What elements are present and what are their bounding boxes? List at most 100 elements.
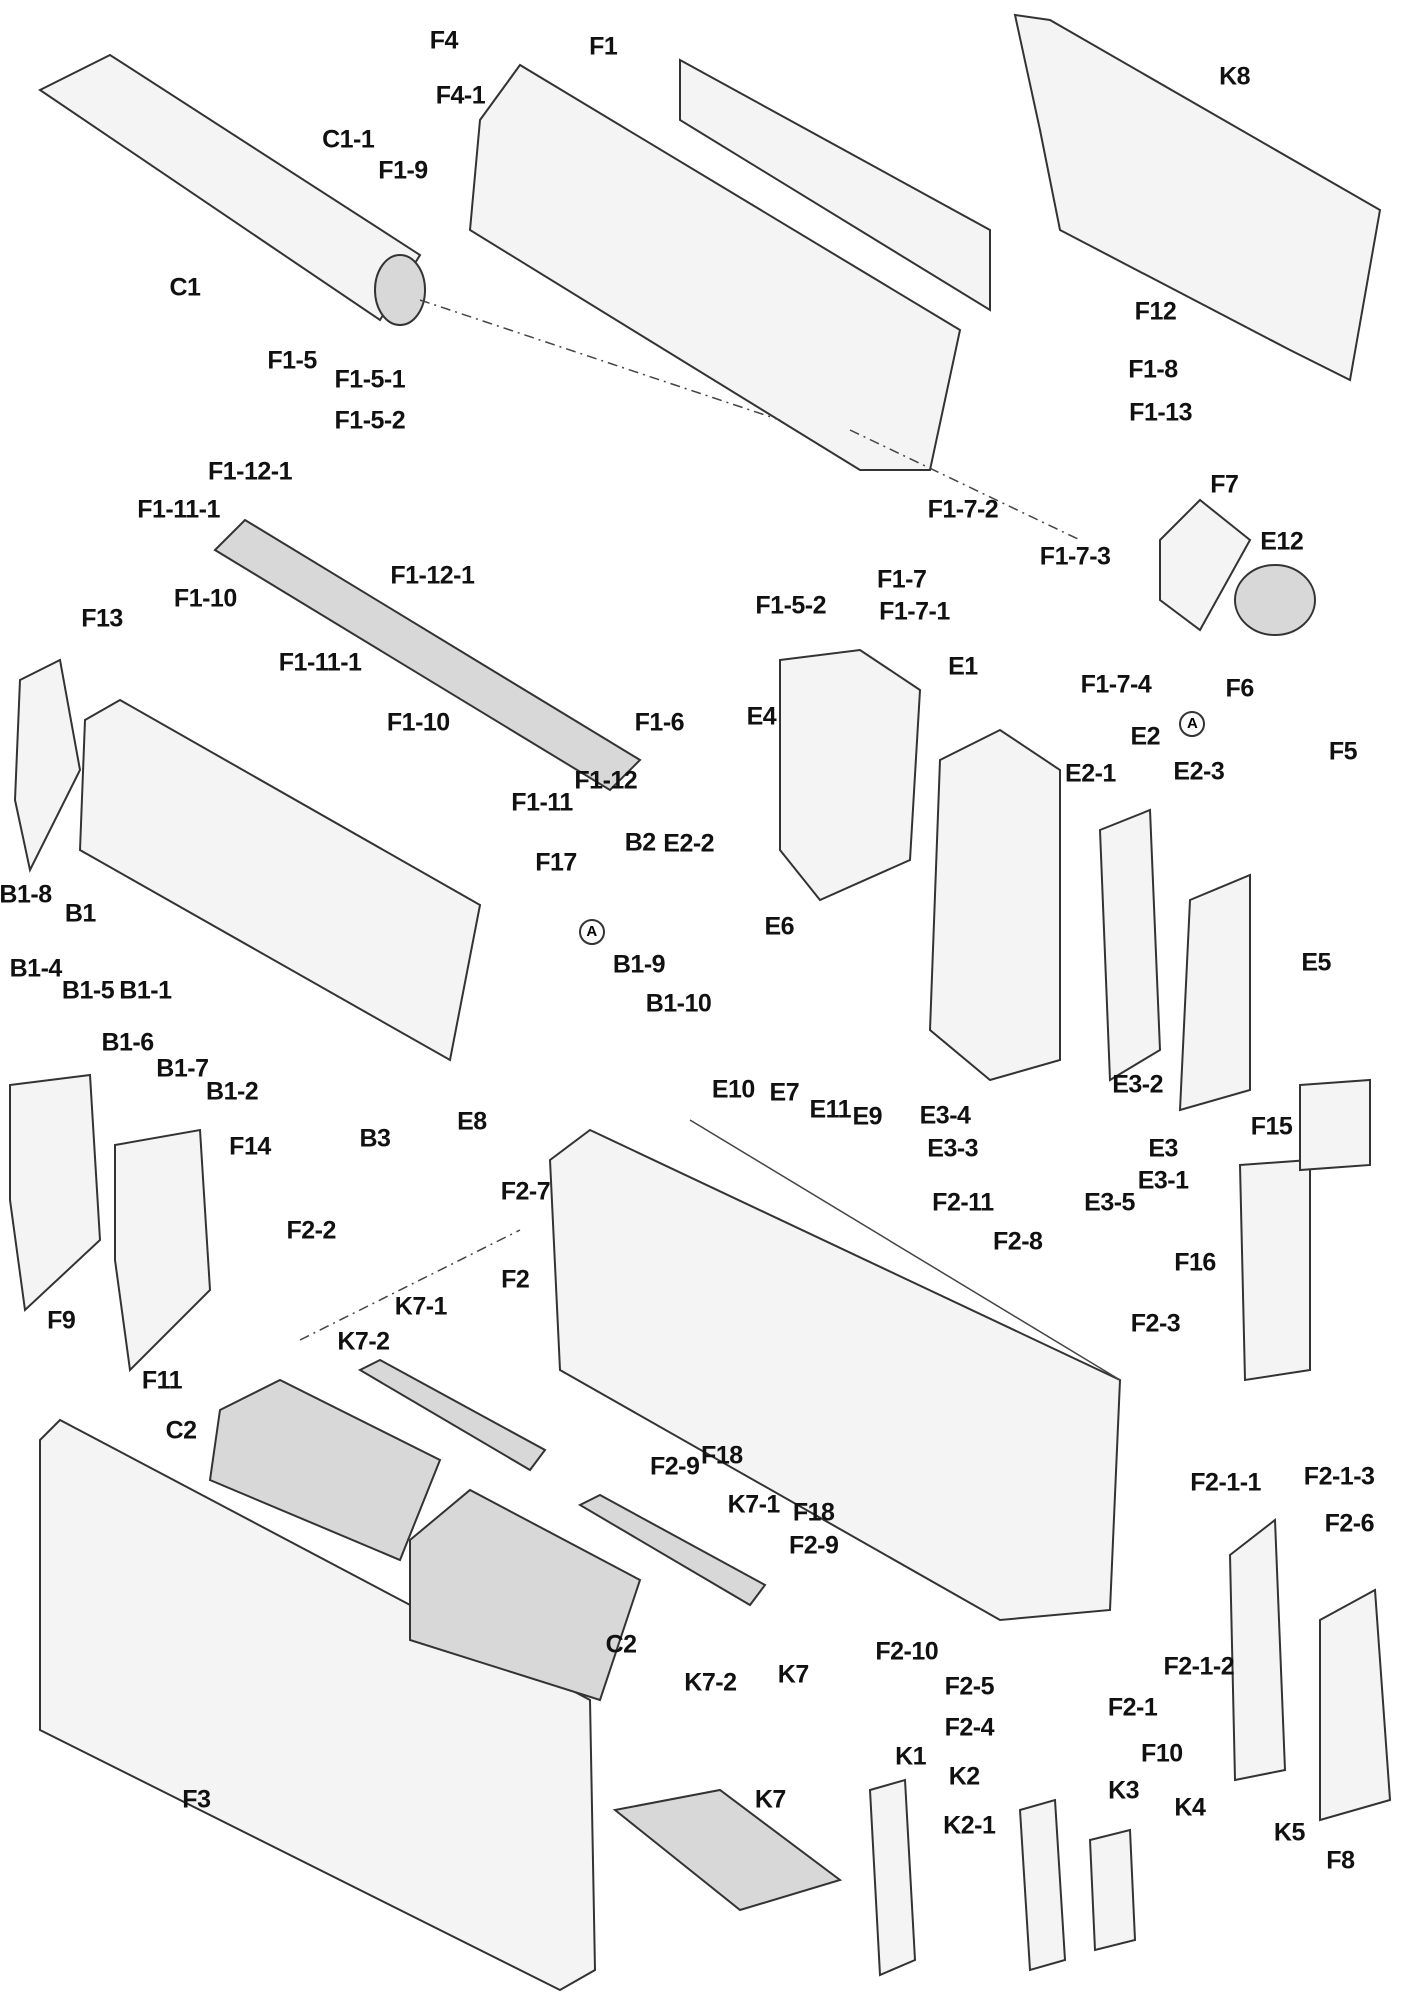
part-label-f17: F17 <box>535 848 577 877</box>
part-label-b1-1: B1-1 <box>119 976 172 1005</box>
part-label-k7: K7 <box>754 1785 786 1814</box>
drain-hose-f2-3 <box>689 1119 1121 1381</box>
part-label-f1-5-2: F1-5-2 <box>755 591 827 620</box>
air-filter-c2-left <box>208 1378 442 1562</box>
part-label-f12: F12 <box>1134 297 1177 326</box>
part-label-f5: F5 <box>1328 737 1358 766</box>
part-label-c1-1: C1-1 <box>322 125 375 154</box>
filter-k7-2-lower <box>577 1493 767 1607</box>
part-label-f2-1-1: F2-1-1 <box>1190 1468 1261 1497</box>
part-label-f18: F18 <box>792 1498 835 1527</box>
part-label-e5: E5 <box>1301 948 1331 977</box>
remote-holder-k3 <box>1088 1828 1137 1952</box>
part-label-f4: F4 <box>429 26 459 55</box>
mounting-plate-k8 <box>1013 13 1382 382</box>
part-label-c2: C2 <box>605 1630 637 1659</box>
evaporator-b1 <box>78 698 482 1062</box>
part-label-f2: F2 <box>501 1265 530 1294</box>
part-label-c1: C1 <box>169 273 201 302</box>
side-cover-f10 <box>1228 1518 1287 1782</box>
part-label-f16: F16 <box>1174 1248 1216 1277</box>
part-label-b1: B1 <box>64 899 96 928</box>
heat-exchanger-pipe-b1-8 <box>13 658 82 873</box>
fan-motor-cover-f7 <box>1159 498 1252 632</box>
part-label-e3-2: E3-2 <box>1112 1070 1164 1099</box>
front-grille-panel <box>679 58 991 312</box>
filter-kit-k7 <box>612 1788 843 1912</box>
part-label-b1-8: B1-8 <box>0 880 52 909</box>
part-label-f1-5-1: F1-5-1 <box>334 365 406 394</box>
part-label-f2-5: F2-5 <box>944 1672 995 1701</box>
cross-flow-fan-c1 <box>38 53 426 326</box>
front-frame-f1 <box>468 63 962 471</box>
part-label-f11: F11 <box>141 1366 183 1395</box>
part-label-e3: E3 <box>1148 1134 1178 1163</box>
part-label-f2-3: F2-3 <box>1130 1309 1181 1338</box>
part-label-b1-9: B1-9 <box>612 950 666 979</box>
part-label-f1-10: F1-10 <box>173 584 237 613</box>
air-filter-c2-right <box>409 1488 642 1702</box>
part-label-e2: E2 <box>1130 722 1161 751</box>
part-label-f2-1: F2-1 <box>1107 1693 1158 1722</box>
part-label-k5: K5 <box>1273 1818 1305 1847</box>
part-label-f2-2: F2-2 <box>286 1216 336 1245</box>
part-label-b1-4: B1-4 <box>9 954 63 983</box>
part-label-f13: F13 <box>81 604 123 633</box>
part-label-k3: K3 <box>1108 1776 1140 1805</box>
part-label-b1-7: B1-7 <box>156 1054 209 1083</box>
part-label-f2-1-3: F2-1-3 <box>1303 1462 1375 1491</box>
part-label-f1-7-3: F1-7-3 <box>1039 542 1111 571</box>
fan-motor-e12 <box>1234 564 1316 636</box>
part-label-b1-10: B1-10 <box>645 989 712 1018</box>
side-cover-f8 <box>1319 1588 1392 1822</box>
part-label-e7: E7 <box>769 1078 800 1107</box>
part-label-f1-12: F1-12 <box>574 766 638 795</box>
control-box-cover-e4 <box>779 648 922 902</box>
side-cover-f11 <box>114 1128 212 1373</box>
part-label-k4: K4 <box>1174 1793 1206 1822</box>
assembly-line <box>299 299 1081 1341</box>
part-label-f9: F9 <box>47 1306 76 1335</box>
part-label-b1-6: B1-6 <box>101 1028 154 1057</box>
reference-mark-a: A <box>578 919 605 946</box>
part-label-k2: K2 <box>948 1762 980 1791</box>
part-label-f8: F8 <box>1326 1846 1355 1875</box>
part-label-f4-1: F4-1 <box>435 81 486 110</box>
part-label-f1-5-2: F1-5-2 <box>334 406 406 435</box>
deodorizer-f16 <box>1238 1158 1311 1382</box>
remote-controller-k2 <box>1018 1798 1067 1972</box>
part-label-f2-10: F2-10 <box>875 1637 939 1666</box>
part-label-f14: F14 <box>229 1132 271 1161</box>
part-label-k2-1: K2-1 <box>943 1811 996 1840</box>
part-label-e2-1: E2-1 <box>1065 759 1116 788</box>
filter-k7-2 <box>357 1358 547 1472</box>
part-label-c2: C2 <box>165 1416 197 1445</box>
manual-k1 <box>868 1778 917 1977</box>
part-label-e9: E9 <box>852 1102 883 1131</box>
part-label-k1: K1 <box>895 1742 927 1771</box>
cover-f15 <box>1299 1078 1371 1172</box>
reference-mark-a: A <box>1179 711 1206 738</box>
part-label-f2-9: F2-9 <box>649 1452 700 1481</box>
part-label-f1-7-1: F1-7-1 <box>879 597 950 626</box>
part-label-f1-11-1: F1-11-1 <box>278 648 362 677</box>
part-label-f2-11: F2-11 <box>932 1188 994 1217</box>
part-label-f1-10: F1-10 <box>386 708 450 737</box>
cover-e5 <box>1178 873 1251 1112</box>
part-label-f1-9: F1-9 <box>378 156 428 185</box>
part-label-f7: F7 <box>1210 470 1239 499</box>
drain-pan-f2 <box>548 1128 1122 1622</box>
part-label-f2-6: F2-6 <box>1324 1509 1375 1538</box>
part-label-f1-13: F1-13 <box>1129 398 1192 427</box>
part-label-b1-5: B1-5 <box>61 976 115 1005</box>
part-label-b1-2: B1-2 <box>206 1077 259 1106</box>
pcb-e2 <box>1098 808 1162 1082</box>
part-label-e6: E6 <box>764 912 795 941</box>
part-label-k7-1: K7-1 <box>394 1292 448 1321</box>
part-label-f15: F15 <box>1250 1112 1293 1141</box>
part-label-e10: E10 <box>711 1075 755 1104</box>
part-label-e4: E4 <box>746 702 777 731</box>
part-label-f1-12-1: F1-12-1 <box>207 457 293 486</box>
